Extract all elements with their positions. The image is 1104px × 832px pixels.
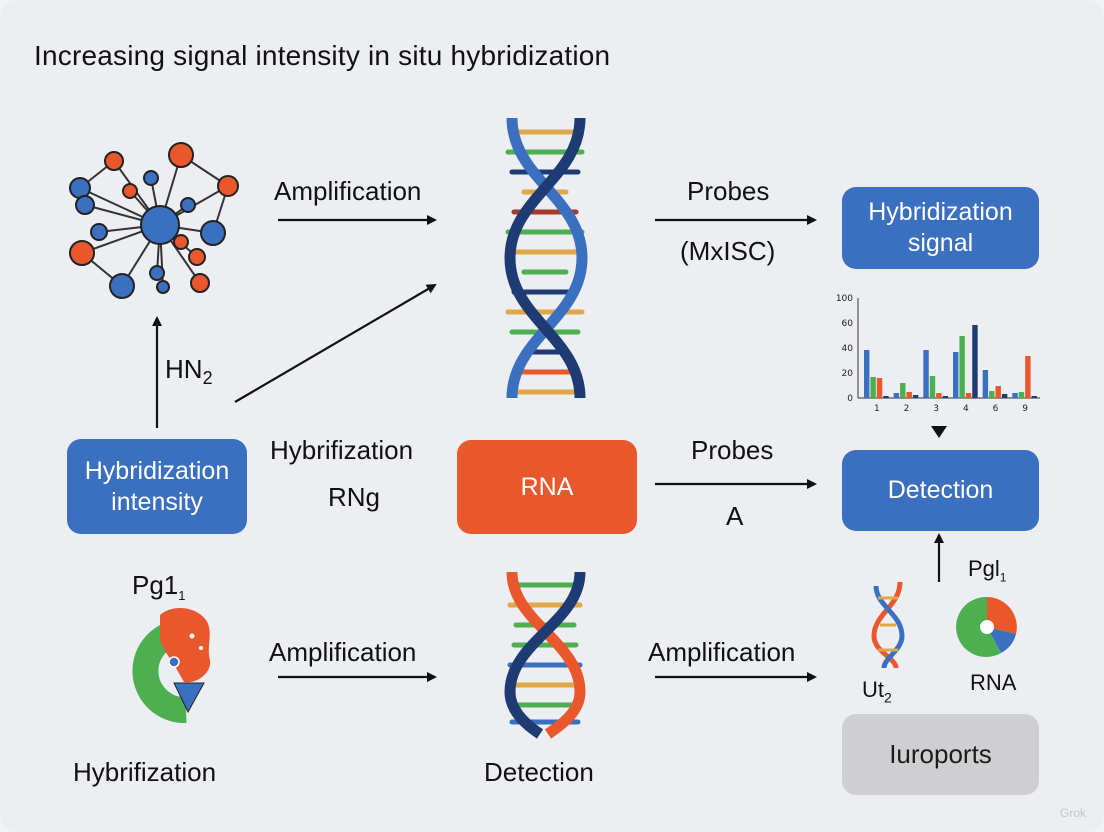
rna-small-label: RNA [970,670,1017,695]
chart-x-tick-label: 9 [1022,404,1028,414]
ut2-label: Ut2 [862,677,892,706]
chart-y-tick-label: 40 [842,344,854,354]
chart-bar-6-1 [989,391,995,398]
dna-helix-icon [504,117,588,399]
chart-bar-1-3 [883,396,889,398]
chart-bars [864,325,1037,398]
iuroports-box: Iuroports [842,714,1039,795]
chart-x-tick-label: 2 [904,404,910,414]
hybridization-mid-label: Hybrifization [270,435,414,465]
chart-bar-2-2 [906,392,912,398]
ut2-subscript: 2 [884,689,892,706]
amplification-bottom-right-label: Amplification [648,637,796,667]
hybridization-intensity-box: Hybridization intensity [67,439,247,534]
chart-x-tick-label: 4 [963,404,969,414]
chart-bar-3-1 [929,376,936,398]
chart-y-ticks: 100 60 40 20 0 [836,294,853,404]
probes-top-label: Probes [687,176,770,206]
chart-bar-2-0 [893,393,900,398]
detection-box: Detection [842,450,1039,531]
amplification-top-label: Amplification [274,176,422,206]
dna-helix-bottom-icon [504,571,586,739]
flow-arrows [152,215,944,682]
detection-bottom-label: Detection [484,757,594,787]
watermark: Grok [1059,806,1086,820]
hybridization-signal-box: Hybridization signal [842,187,1039,269]
chart-bar-6-3 [1001,394,1008,398]
small-helix-icon [871,581,905,669]
hybridization-bottom-label: Hybrifization [73,757,217,787]
chart-bar-4-3 [972,325,978,398]
chart-bar-4-0 [953,352,959,398]
chart-y-tick-label: 60 [842,319,854,329]
chart-bar-4-1 [959,336,965,398]
pgl-right-subscript: 1 [999,570,1007,585]
rna-box: RNA [457,440,637,534]
chart-bar-2-1 [900,383,906,398]
chart-x-tick-label: 3 [933,404,939,414]
chart-bar-9-2 [1025,356,1031,398]
page-title: Increasing signal intensity in situ hybr… [34,40,611,71]
chart-down-arrow-icon [931,426,947,438]
pg1-left-subscript: 1 [178,588,186,604]
probes-top-sublabel: (MxISC) [680,236,776,266]
chart-x-tick-label: 1 [874,404,880,414]
chart-bar-1-2 [876,378,883,398]
pie-chart-icon [956,596,1017,657]
chart-bar-4-2 [965,393,972,398]
chart-bar-1-1 [870,377,876,398]
chart-bar-6-0 [982,370,989,398]
hn2-label: HN2 [165,354,213,389]
chart-bar-9-0 [1012,393,1018,398]
chart-bar-3-3 [942,396,948,398]
chart-x-tick-label: 6 [993,404,999,414]
molecule-nodes [69,142,239,299]
chart-bar-9-1 [1018,392,1025,398]
pg1-left-label: Pg11 [132,570,186,604]
chart-bar-3-0 [923,350,929,398]
chart-bar-6-2 [995,386,1001,398]
bar-chart: 100 60 40 20 0 1 2 3 4 6 9 [836,294,1040,414]
probes-mid-sublabel: A [726,501,744,531]
chart-bar-2-3 [912,395,919,398]
chart-x-ticks: 1 2 3 4 6 9 [874,404,1028,414]
chart-y-tick-label: 0 [847,394,853,404]
probes-mid-label: Probes [691,435,774,465]
pgl-right-label: Pgl1 [968,556,1007,585]
chart-bar-9-3 [1031,396,1037,398]
chart-bar-1-0 [864,350,870,398]
hn2-subscript: 2 [202,368,213,389]
rng-label: RNg [328,482,381,512]
chart-bar-3-2 [936,393,942,398]
donut-chart-icon [132,607,211,723]
amplification-bottom-left-label: Amplification [269,637,417,667]
chart-y-tick-label: 20 [842,369,854,379]
chart-y-tick-label: 100 [836,294,853,304]
